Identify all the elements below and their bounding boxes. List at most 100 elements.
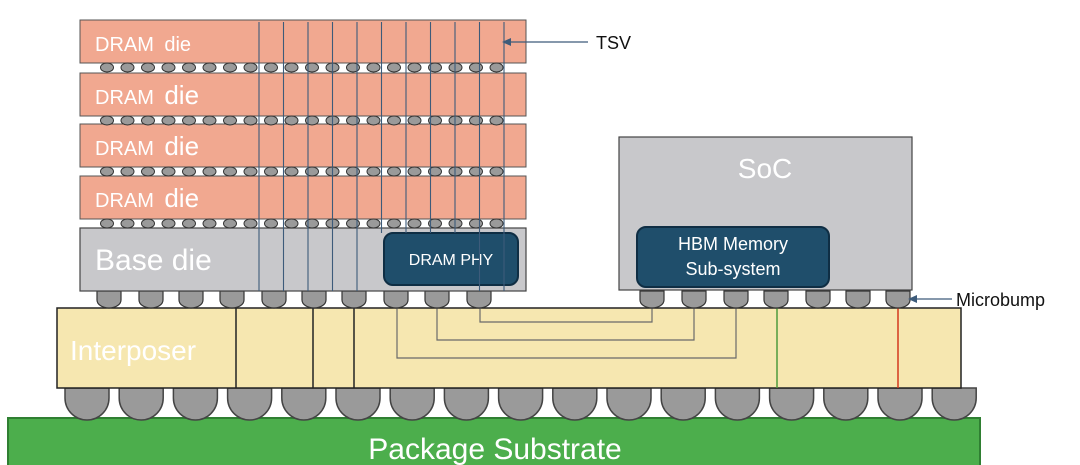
c4-bump (660, 387, 706, 421)
c4-bump (281, 387, 327, 421)
inter-die-bump (428, 115, 442, 126)
c4-bump (443, 387, 490, 421)
inter-die-bump (469, 62, 483, 73)
microbump-callout-label: Microbump (956, 290, 1045, 310)
dram-stack: DRAM die DRAM die DRAM die DRAM die (79, 19, 527, 220)
inter-die-bump (407, 62, 422, 73)
inter-die-bump (161, 115, 176, 126)
microbump (96, 290, 122, 309)
svg-text:DRAM die: DRAM die (95, 131, 199, 161)
inter-die-bump (387, 62, 401, 73)
hbm-memory-subsystem-box (636, 226, 830, 288)
microbump (805, 290, 831, 309)
inter-die-bump (202, 218, 217, 229)
inter-die-bumps (100, 62, 504, 229)
inter-die-bump (120, 218, 135, 229)
base-die-label: Base die (95, 244, 212, 277)
inter-die-bump (202, 115, 217, 126)
inter-die-bump (489, 166, 504, 177)
dram-phy-label: DRAM PHY (409, 252, 494, 269)
inter-die-bump (182, 62, 196, 73)
inter-die-bump (284, 115, 299, 126)
interposer-label: Interposer (70, 335, 196, 366)
c4-bump (172, 387, 219, 421)
microbump (639, 290, 665, 309)
inter-die-bump (161, 166, 176, 177)
inter-die-bump (264, 115, 278, 126)
microbump (424, 290, 450, 309)
svg-text:DRAM die: DRAM die (95, 80, 199, 110)
dram-die: DRAM die (79, 72, 527, 117)
base-die: Base die DRAM PHY (79, 227, 527, 292)
c4-bump (931, 387, 977, 421)
inter-die-bump (387, 166, 401, 177)
inter-die-bump (305, 115, 319, 126)
inter-die-bump (141, 115, 155, 126)
inter-die-bump (264, 62, 278, 73)
inter-die-bump (243, 62, 258, 73)
inter-die-bump (489, 115, 504, 126)
inter-die-bump (120, 166, 135, 177)
inter-die-bump (100, 62, 114, 73)
interposer-wire (436, 308, 695, 341)
inter-die-bump (305, 166, 319, 177)
inter-die-bump (428, 62, 442, 73)
microbump (723, 290, 749, 309)
package-substrate: Package Substrate (7, 417, 981, 465)
inter-die-bump (346, 218, 360, 229)
inter-die-bump (407, 218, 422, 229)
inter-die-bump (346, 62, 360, 73)
inter-die-bump (120, 115, 135, 126)
inter-die-bump (202, 166, 217, 177)
microbump-row (96, 290, 911, 309)
inter-die-bump (223, 166, 237, 177)
inter-die-bump (100, 166, 114, 177)
tsv-lines (258, 22, 505, 291)
microbump (301, 290, 327, 309)
c4-bump (877, 387, 923, 421)
microbump (178, 290, 204, 309)
inter-die-bump (469, 166, 483, 177)
dram-phy-box (383, 232, 519, 286)
inter-die-bump (284, 218, 299, 229)
inter-die-bump (243, 115, 258, 126)
dram-die-label-suffix: die (164, 183, 199, 213)
inter-die-bump (387, 218, 401, 229)
inter-die-bump (100, 218, 114, 229)
microbump-callout: Microbump (908, 290, 1045, 310)
microbump (261, 290, 287, 309)
inter-die-bump (387, 115, 401, 126)
dram-die: DRAM die (79, 123, 527, 168)
c4-bump (226, 387, 273, 421)
microbump (681, 290, 707, 309)
c4-bump (823, 387, 869, 421)
interposer-wire (396, 308, 737, 359)
inter-die-bump (264, 218, 278, 229)
inter-die-bump (366, 218, 381, 229)
inter-die-bump (141, 62, 155, 73)
c4-bump (497, 387, 544, 421)
c4-bump (118, 387, 164, 421)
inter-die-bump (305, 62, 319, 73)
dram-die: DRAM die (79, 19, 527, 64)
microbump (845, 290, 871, 309)
inter-die-bump (264, 166, 278, 177)
hbm-memory-label-line1: HBM Memory (678, 234, 788, 254)
inter-die-bump (223, 218, 237, 229)
inter-die-bump (366, 62, 381, 73)
microbump (383, 290, 409, 309)
tsv-callout-label: TSV (596, 33, 631, 53)
microbump (341, 290, 367, 309)
inter-die-bump (407, 115, 422, 126)
inter-die-bump (120, 62, 135, 73)
hbm-memory-label-line2: Sub-system (685, 259, 780, 279)
inter-die-bump (469, 218, 483, 229)
inter-die-bump (100, 115, 114, 126)
microbump (219, 290, 245, 309)
inter-die-bump (407, 166, 422, 177)
inter-die-bump (202, 62, 217, 73)
microbump (885, 290, 911, 309)
microbump (466, 290, 492, 309)
inter-die-bump (141, 218, 155, 229)
